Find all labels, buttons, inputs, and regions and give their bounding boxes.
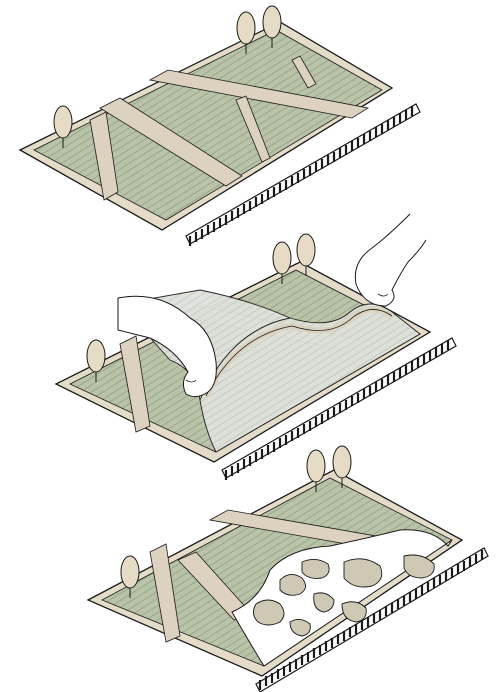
step-pieces-plate [88, 446, 462, 676]
hand-icon [355, 214, 426, 306]
step-intact-plate [20, 6, 392, 230]
